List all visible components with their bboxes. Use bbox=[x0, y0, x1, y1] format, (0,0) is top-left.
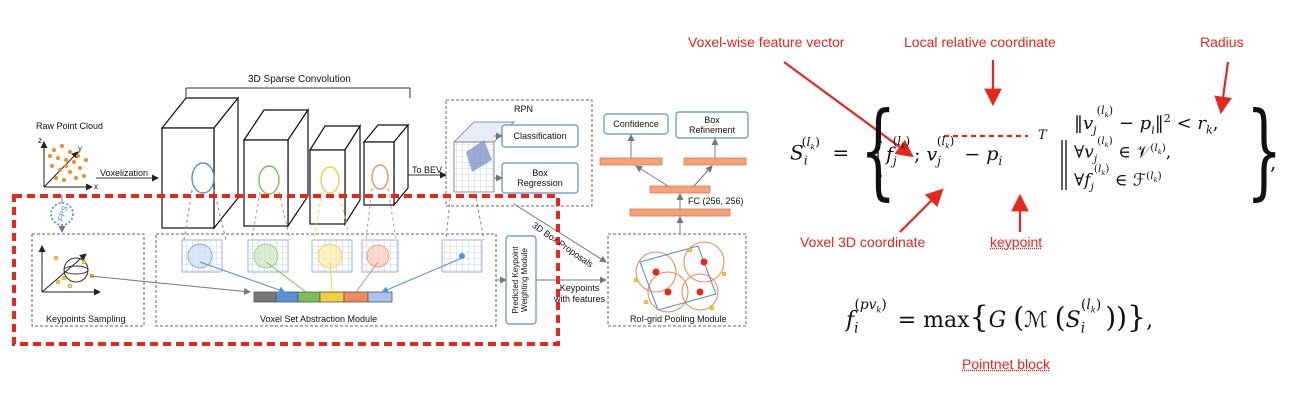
grid-patches bbox=[181, 239, 483, 273]
voxel-feature-annotation: Voxel-wise feature vector bbox=[688, 34, 845, 50]
sparse-conv-title: 3D Sparse Convolution bbox=[248, 74, 351, 85]
vsa-label: Voxel Set Abstraction Module bbox=[260, 314, 378, 324]
feature-vector bbox=[253, 291, 393, 303]
annotation-arrows bbox=[783, 60, 1232, 233]
bev-grid bbox=[453, 121, 515, 193]
voxelization-label: Voxelization bbox=[100, 168, 149, 178]
confidence-label: Confidence bbox=[613, 118, 659, 129]
radius-annotation: Radius bbox=[1200, 34, 1244, 50]
keypoints-features-label: Keypoints with features bbox=[554, 283, 606, 304]
sparse-conv-bracket bbox=[185, 87, 411, 98]
highlight-frame bbox=[12, 194, 560, 346]
rpn-label: RPN bbox=[514, 104, 534, 114]
to-bev-label: To BEV bbox=[412, 165, 443, 175]
roi-pooling-label: RoI-grid Pooling Module bbox=[630, 314, 727, 324]
raw-point-cloud-label: Raw Point Cloud bbox=[36, 121, 104, 131]
roi-visual bbox=[633, 241, 727, 313]
pkw-label: Predicted Keypoint Weighting Module bbox=[511, 246, 529, 314]
keypoints-sampling-box bbox=[31, 233, 145, 327]
raw-point-cloud-plot bbox=[40, 141, 93, 191]
projection-lines bbox=[183, 187, 485, 241]
confidence-box bbox=[603, 113, 669, 135]
fps-circle bbox=[50, 202, 74, 226]
proposals-arrow bbox=[513, 203, 607, 263]
axis-y-label: y bbox=[78, 144, 82, 153]
keypoints-plot bbox=[38, 245, 101, 296]
voxel-3d-annotation: Voxel 3D coordinate bbox=[800, 234, 926, 250]
formula-brackets bbox=[877, 140, 1067, 190]
box-refinement-label: Box Refinement bbox=[688, 114, 736, 135]
roi-box bbox=[607, 233, 747, 327]
classification-label: Classification bbox=[513, 130, 567, 141]
sparse-conv-blocks bbox=[160, 96, 410, 230]
pointnet-block-annotation: Pointnet block bbox=[962, 356, 1050, 372]
feature-ellipses bbox=[191, 162, 389, 195]
keypoints-sampling-label: Keypoints Sampling bbox=[46, 314, 126, 324]
keypoint-annotation: keypoint bbox=[990, 234, 1043, 250]
axis-z-label: z bbox=[38, 136, 42, 145]
local-coord-annotation: Local relative coordinate bbox=[904, 34, 1056, 50]
fc-layers bbox=[599, 157, 747, 217]
rpn-box bbox=[445, 99, 593, 207]
axis-x-label: x bbox=[94, 182, 98, 191]
box-regression-label: Box Regression bbox=[517, 167, 563, 188]
fc-label: FC (256, 256) bbox=[688, 196, 744, 206]
